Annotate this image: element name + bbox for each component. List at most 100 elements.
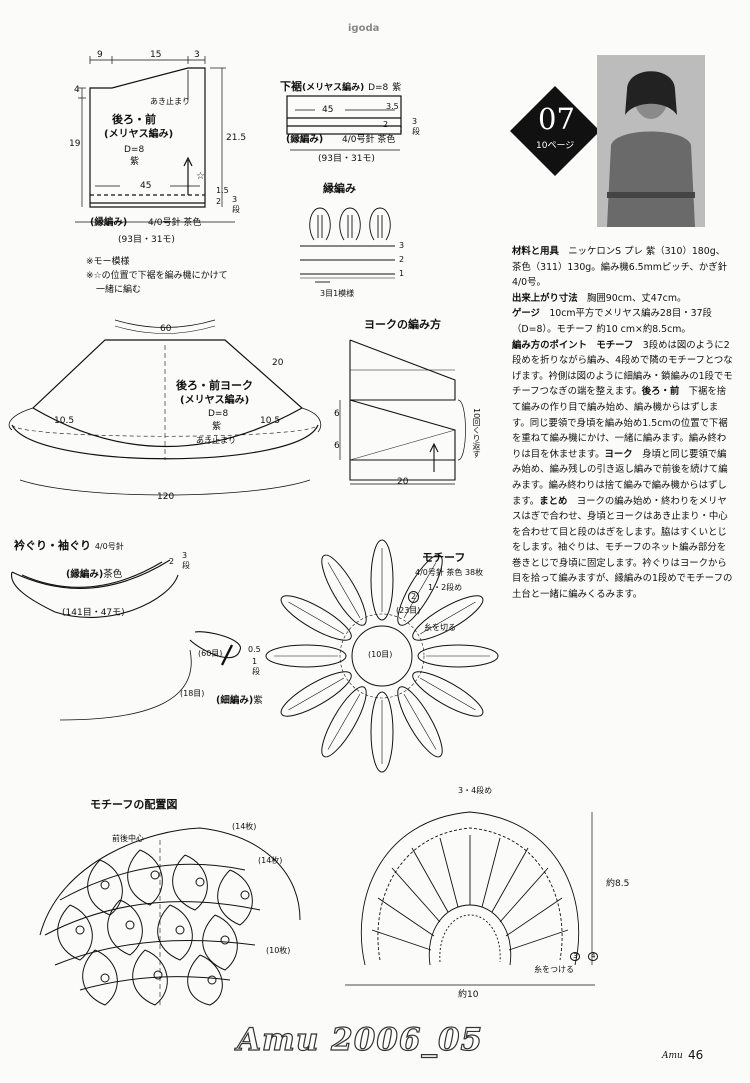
motif-spec: 4/0号針 茶色 38枚 (415, 568, 484, 577)
instructions-text: 材料と用具 ニッケロンS プレ 紫（310）180g、茶色（311）130g。編… (512, 244, 734, 603)
yoke-top: 60 (160, 324, 172, 334)
hem-title: 下裾(メリヤス編み) D=8 紫 (280, 80, 402, 93)
motif-mark-2: 2 (408, 591, 420, 603)
fan-chart (345, 811, 595, 986)
armhole-h: 0.5 (248, 645, 261, 654)
armhole-rows-unit: 段 (252, 667, 260, 676)
armhole-count: (60目) (198, 649, 223, 658)
motif-center: (10目) (368, 650, 393, 659)
yoke-side: 20 (272, 358, 284, 368)
bf-right-rows: 3 (232, 195, 238, 204)
yoke-left: 10.5 (54, 416, 75, 426)
hem-edge-label: (縁編み) (286, 134, 324, 145)
layout-count-3: (10枚) (266, 946, 291, 955)
yoke-row: D=8 (208, 409, 229, 419)
badge-diamond-icon (510, 86, 600, 176)
bf-subtitle: (メリヤス編み) (104, 129, 174, 140)
yoke-title: 後ろ・前ヨーク (176, 379, 253, 392)
hem-rows-unit: 段 (412, 127, 420, 136)
yoke-right: 10.5 (260, 416, 281, 426)
border-title: 縁編み (323, 182, 356, 195)
yoke-method-title: ヨークの編み方 (364, 318, 441, 331)
hem-rows: 3 (412, 117, 418, 126)
fan-mark-3: 3 (570, 952, 581, 961)
bf-left-top: 4 (74, 85, 80, 95)
bf-note-2: ※☆の位置で下裾を編み機にかけて (86, 271, 228, 281)
badge-number: 07 (538, 102, 575, 136)
border-repeat: 3目1模様 (320, 289, 355, 298)
neck-rows: 3 (182, 551, 188, 560)
yoke-bottom: 120 (157, 492, 175, 502)
bf-right-small-a: 1.5 (216, 186, 229, 195)
fan-width: 約10 (458, 990, 479, 1000)
site-watermark: igoda (348, 23, 380, 34)
bf-title: 後ろ・前 (112, 113, 156, 126)
bf-left-main: 19 (69, 139, 81, 149)
yoke-method-width: 20 (397, 477, 409, 487)
bf-edge-label: (縁編み) (90, 217, 128, 228)
motif-title: モチーフ (422, 551, 466, 564)
yoke-method-diagram (339, 339, 466, 485)
bf-right-main: 21.5 (226, 133, 247, 143)
size-para: 出来上がり寸法 胸囲90cm、丈47cm。 (512, 292, 687, 304)
hem-width: 45 (322, 105, 334, 115)
neck-edging-diagram (11, 559, 241, 721)
bf-row: D=8 (124, 145, 145, 155)
pattern-badge: 07 10ページ (510, 86, 600, 180)
motif-count-23: (23目) (396, 606, 421, 615)
model-silhouette-icon (597, 55, 705, 227)
neck-rows-unit: 段 (182, 561, 190, 570)
yoke-method-repeat: 10回くり返す (472, 408, 481, 459)
hem-edge-count: (93目・31モ) (318, 154, 375, 164)
bf-slit: あき止まり (150, 97, 190, 106)
hem-h2: 2 (383, 120, 389, 129)
neck-count: (141目・47モ) (62, 608, 125, 618)
border-row-3: 3 (399, 241, 405, 250)
hem-edge-spec: 4/0号針 茶色 (342, 135, 396, 145)
yoke-method-h1: 6 (334, 409, 340, 419)
bf-edge-spec: 4/0号針 茶色 (148, 218, 202, 228)
armhole-count-2: (18目) (180, 689, 205, 698)
armhole-rows: 1 (252, 657, 258, 666)
model-photo (597, 55, 705, 227)
bf-note-3: 一緒に編む (96, 285, 142, 295)
yoke-color: 紫 (212, 422, 222, 432)
layout-title: モチーフの配置図 (90, 798, 178, 811)
border-row-1: 1 (399, 269, 405, 278)
fan-attach: 糸をつける (534, 965, 574, 974)
neck-title: 衿ぐり・袖ぐり 4/0号針 (14, 539, 124, 552)
fan-title: 3・4段め (458, 786, 493, 795)
fan-mark-4: 4 (588, 952, 599, 961)
badge-page-ref: 10ページ (536, 141, 575, 151)
neck-edge-label: (縁編み)茶色 (66, 569, 123, 580)
star-icon: ☆ (196, 171, 205, 182)
bf-edge-count: (93目・31モ) (118, 235, 175, 245)
bf-right-rows-unit: 段 (232, 205, 240, 214)
motif-cut: 糸を切る (424, 623, 456, 632)
motif-layout-diagram (39, 827, 301, 1006)
border-row-2: 2 (399, 255, 405, 264)
bf-top-dim-2: 15 (150, 50, 162, 60)
yoke-arc-diagram (8, 319, 322, 496)
neck-h: 2 (169, 557, 175, 566)
fan-height: 約8.5 (606, 879, 630, 889)
bf-width: 45 (140, 181, 152, 191)
bf-right-small-b: 2 (216, 197, 222, 206)
yoke-subtitle: (メリヤス編み) (180, 395, 250, 406)
footer-brand: Amu (662, 1051, 683, 1061)
materials-para: 材料と用具 ニッケロンS プレ 紫（310）180g、茶色（311）130g。編… (512, 246, 727, 289)
bf-note-1: ※モー模様 (86, 257, 130, 267)
hem-piece-diagram (286, 95, 402, 151)
back-front-piece-diagram (75, 56, 235, 223)
bf-top-dim-1: 9 (97, 50, 103, 60)
bf-color: 紫 (130, 157, 140, 167)
yoke-method-h2: 6 (334, 441, 340, 451)
magazine-watermark: Amu 2006_05 (236, 1021, 484, 1058)
armhole-edge: (細編み)紫 (216, 695, 263, 706)
layout-count-2: (14枚) (258, 856, 283, 865)
motif-chart (265, 539, 499, 773)
yoke-slit: あき止まり (196, 436, 236, 445)
layout-count-1: (14枚) (232, 822, 257, 831)
layout-center: 前後中心 (112, 834, 144, 843)
